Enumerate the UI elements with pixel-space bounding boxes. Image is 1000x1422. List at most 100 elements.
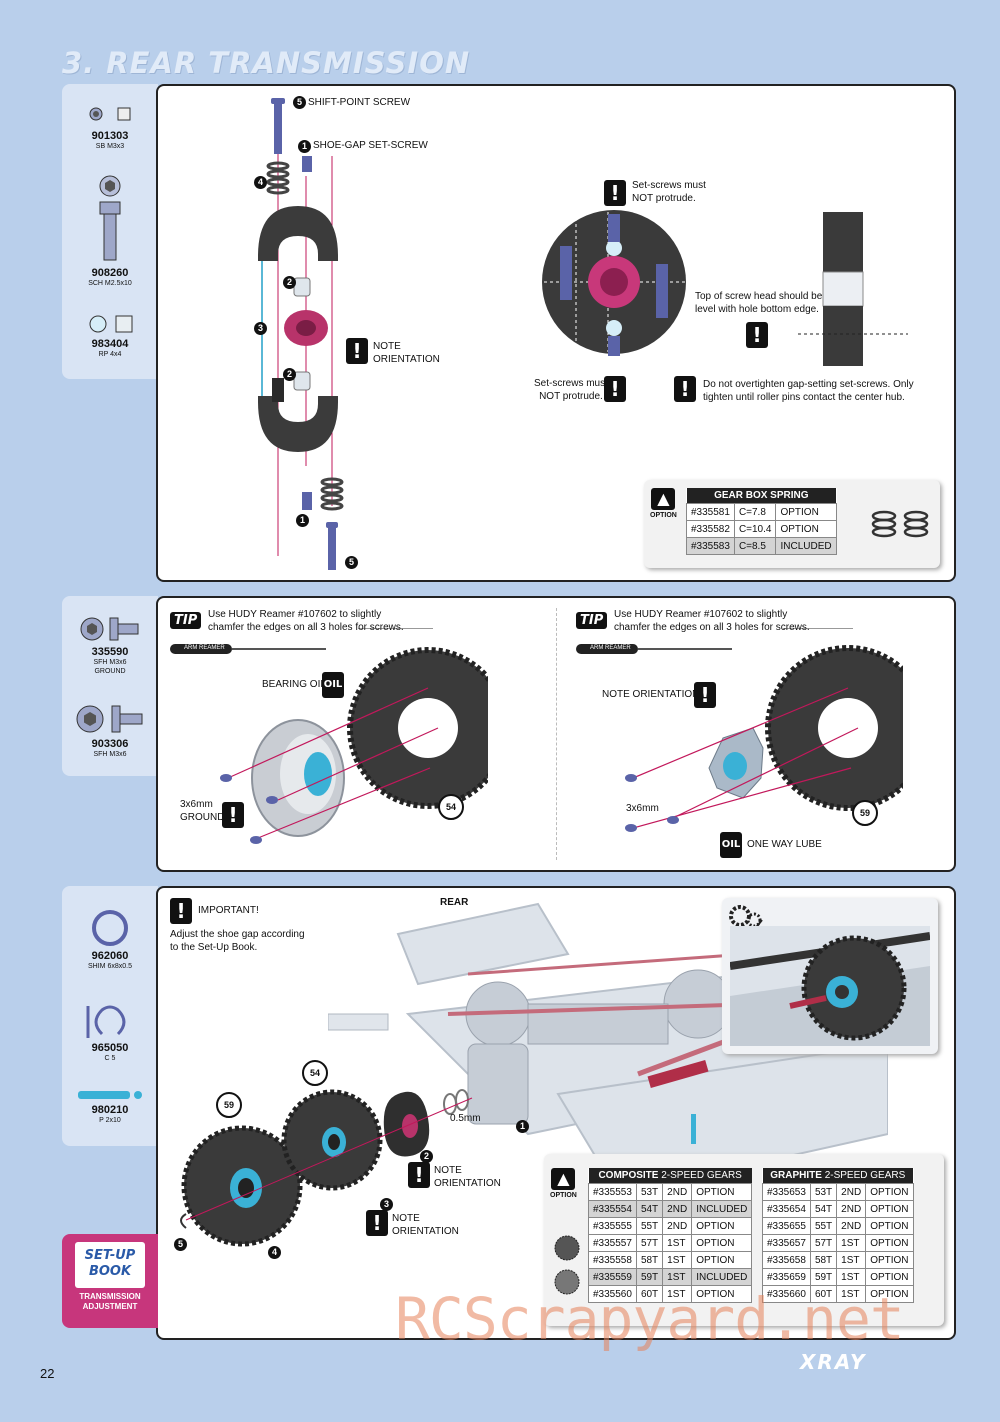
parts-sidebar-3: 962060 SHIM 6x8x0.5 965050 C 5 980210 P … xyxy=(62,886,158,1146)
warning-icon: ! xyxy=(746,322,768,348)
warning-icon: ! xyxy=(366,1210,388,1236)
warning-icon: ! xyxy=(346,338,368,364)
screw-label: 3x6mm xyxy=(626,803,659,814)
clutch-exploded-diagram xyxy=(258,98,344,570)
part-desc: C 5 xyxy=(104,1055,116,1062)
important-label: IMPORTANT! xyxy=(198,905,259,916)
thumbs-up-icon: ▲ xyxy=(551,1168,576,1190)
spur-gear-54-diagram xyxy=(220,628,488,844)
part-desc: SHIM 6x8x0.5 xyxy=(88,963,132,970)
sfh-m3x6-ground-icon xyxy=(80,617,139,641)
tip-badge: TIP xyxy=(576,612,608,629)
sb-m3x3-icon xyxy=(89,107,131,121)
part-number: 901303 xyxy=(91,130,129,142)
pin-icon xyxy=(78,1091,142,1099)
step-3-panel: ! IMPORTANT! Adjust the shoe gap accordi… xyxy=(156,886,956,1340)
bearing-oil-label: BEARING OIL xyxy=(262,679,326,690)
warning-icon: ! xyxy=(674,376,696,402)
overtighten-note: Do not overtighten gap-setting set-screw… xyxy=(703,379,914,403)
reamer-icon xyxy=(170,644,326,654)
warning-icon: ! xyxy=(694,682,716,708)
callout-2: 2 xyxy=(283,276,296,289)
tip-badge: TIP xyxy=(170,612,202,629)
part-desc: SFH M3x6 xyxy=(93,659,127,666)
warning-icon: ! xyxy=(604,180,626,206)
thumbs-up-icon: ▲ xyxy=(651,488,676,510)
callout-4: 4 xyxy=(254,176,267,189)
spring-icon xyxy=(871,510,929,538)
closeup-image xyxy=(730,926,930,1046)
callout-5: 5 xyxy=(345,556,358,569)
part-desc: P 2x10 xyxy=(99,1117,121,1124)
clutch-side-diagram xyxy=(798,212,908,366)
part-number: 908260 xyxy=(91,267,129,279)
clutch-detail-diagram xyxy=(538,210,718,356)
gear-badge-54: 54 xyxy=(438,794,464,820)
warning-icon: ! xyxy=(170,898,192,924)
brand-logo: XRAY xyxy=(800,1350,867,1374)
part-number: 965050 xyxy=(91,1042,129,1054)
e-clip-icon xyxy=(86,1005,126,1038)
shoe-gap-set-screw-label: SHOE-GAP SET-SCREW xyxy=(313,140,428,151)
step-1-panel: 5 SHIFT-POINT SCREW 1 SHOE-GAP SET-SCREW… xyxy=(156,84,956,582)
part-desc: SFH M3x6 xyxy=(93,751,127,758)
callout-2: 2 xyxy=(420,1150,433,1163)
callout-1: 1 xyxy=(296,514,309,527)
spur-gear-59-diagram xyxy=(625,628,903,832)
callout-2: 2 xyxy=(283,368,296,381)
parts-sidebar-2: 335590 SFH M3x6 GROUND 903306 SFH M3x6 xyxy=(62,596,158,776)
parts-sidebar-1: 901303 SB M3x3 908260 SCH M2.5x10 983404… xyxy=(62,84,158,379)
callout-3: 3 xyxy=(380,1198,393,1211)
page-title: 3. REAR TRANSMISSION xyxy=(62,46,471,80)
part-desc: SB M3x3 xyxy=(95,143,125,150)
oil-icon: OIL xyxy=(322,672,344,698)
oil-icon: OIL xyxy=(720,832,742,858)
part-desc: GROUND xyxy=(94,668,126,675)
callout-3: 3 xyxy=(254,322,267,335)
reamer-label: ARM REAMER xyxy=(590,645,631,651)
part-desc: SCH M2.5x10 xyxy=(88,280,132,287)
one-way-lube-label: ONE WAY LUBE xyxy=(747,839,822,850)
divider xyxy=(556,608,557,860)
option-badge: ▲OPTION xyxy=(650,488,677,519)
option-badge: ▲OPTION xyxy=(550,1168,577,1199)
closeup-photo xyxy=(722,898,938,1054)
part-number: 983404 xyxy=(91,338,129,350)
callout-1: 1 xyxy=(516,1120,529,1133)
gear-badge-59: 59 xyxy=(216,1092,242,1118)
callout-5: 5 xyxy=(293,96,306,109)
watermark: RCScrapyard.net xyxy=(395,1285,905,1353)
gear-badge-59: 59 xyxy=(852,800,878,826)
warning-icon: ! xyxy=(604,376,626,402)
sfh-m3x6-icon xyxy=(76,705,143,733)
part-number: 335590 xyxy=(91,646,129,658)
rp-4x4-icon xyxy=(89,315,133,333)
